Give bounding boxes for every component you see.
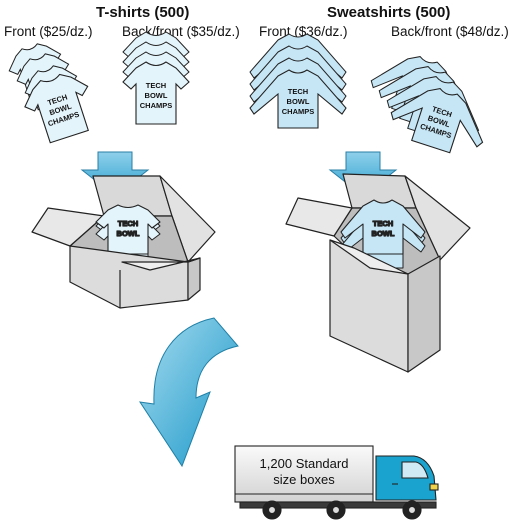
sweat-print-line3: CHAMPS: [282, 107, 315, 116]
tshirts-title: T-shirts (500): [96, 4, 190, 21]
truck-label-line1: 1,200 Standard: [260, 456, 349, 471]
boxed-sweat-print-line2: BOWL: [372, 229, 395, 238]
sweatshirts-front-label: Front ($36/dz.): [259, 24, 348, 39]
boxed-tshirt-print-line1: TECH: [118, 219, 138, 228]
tshirt-stack-front: TECH BOWL CHAMPS: [8, 43, 89, 144]
sweatshirt-shipping-box: TECH BOWL: [285, 173, 471, 373]
tshirts-front-label: Front ($25/dz.): [4, 24, 93, 39]
tshirt-stack-backfront: TECH BOWL CHAMPS: [122, 31, 190, 125]
tshirt-bf-print-line2: BOWL: [145, 91, 168, 100]
sweatshirts-backfront-label: Back/front ($48/dz.): [391, 24, 509, 39]
sweatshirt-stack-front: TECH BOWL CHAMPS: [249, 33, 347, 129]
curved-arrow-icon: [138, 317, 239, 468]
delivery-truck: [234, 445, 439, 520]
tshirt-shipping-box: TECH BOWL: [31, 175, 216, 309]
boxed-sweat-print-line1: TECH: [373, 219, 393, 228]
tshirt-bf-print-line1: TECH: [146, 81, 166, 90]
sweat-print-line2: BOWL: [287, 97, 310, 106]
sweat-print-line1: TECH: [288, 87, 308, 96]
boxed-tshirt-print-line2: BOWL: [117, 229, 140, 238]
sweatshirts-title: Sweatshirts (500): [327, 4, 451, 21]
truck-label-line2: size boxes: [273, 472, 335, 487]
tshirt-bf-print-line3: CHAMPS: [140, 101, 173, 110]
sweatshirt-stack-backfront: TECH BOWL CHAMPS: [370, 56, 484, 154]
